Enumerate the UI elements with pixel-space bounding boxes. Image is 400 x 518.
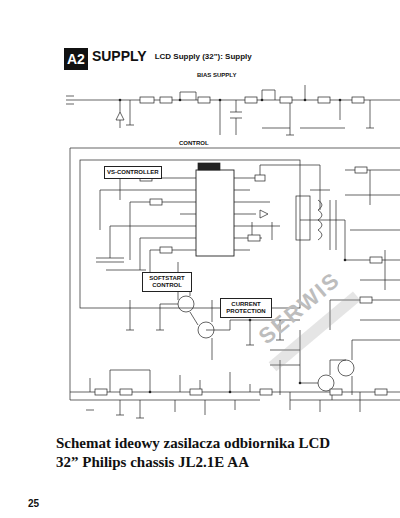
resistor-symbol	[375, 389, 387, 395]
page-title: LCD Supply (32"): Supply	[155, 52, 252, 61]
block-label: SOFTSTART CONTROL	[142, 272, 192, 292]
resistor-symbol	[360, 297, 372, 303]
resistor-symbol	[160, 97, 172, 103]
resistor-symbol	[160, 247, 172, 253]
resistor-symbol	[245, 97, 257, 103]
block-label: BIAS SUPPLY	[196, 72, 237, 78]
resistor-symbol	[190, 389, 202, 395]
resistor-symbol	[330, 389, 342, 395]
block-label: VS-CONTROLLER	[104, 166, 162, 179]
resistor-symbol	[318, 97, 330, 103]
resistor-symbol	[248, 235, 260, 241]
page-number: 25	[28, 498, 39, 509]
resistor-symbol	[120, 389, 132, 395]
block-text: A2	[67, 51, 85, 67]
section-heading: SUPPLY	[92, 48, 147, 64]
signal-name: CONTROL	[178, 140, 210, 146]
resistor-symbol	[255, 175, 265, 181]
block-text: CURRENT PROTECTION	[223, 301, 269, 315]
resistor-symbol	[140, 97, 154, 103]
resistor-symbol	[355, 167, 367, 173]
resistor-symbol	[95, 389, 107, 395]
resistor-symbol	[260, 389, 272, 395]
resistor-symbol	[150, 199, 162, 205]
resistor-symbol	[280, 97, 292, 103]
figure-caption: Schemat ideowy zasilacza odbiornika LCD …	[56, 434, 356, 472]
block-label: CURRENT PROTECTION	[220, 298, 272, 318]
resistor-symbol	[370, 257, 382, 263]
resistor-symbol	[352, 97, 364, 103]
section-badge: A2	[64, 48, 88, 70]
block-text: VS-CONTROLLER	[107, 169, 159, 176]
resistor-symbol	[198, 97, 210, 103]
block-text: SOFTSTART CONTROL	[145, 275, 189, 289]
